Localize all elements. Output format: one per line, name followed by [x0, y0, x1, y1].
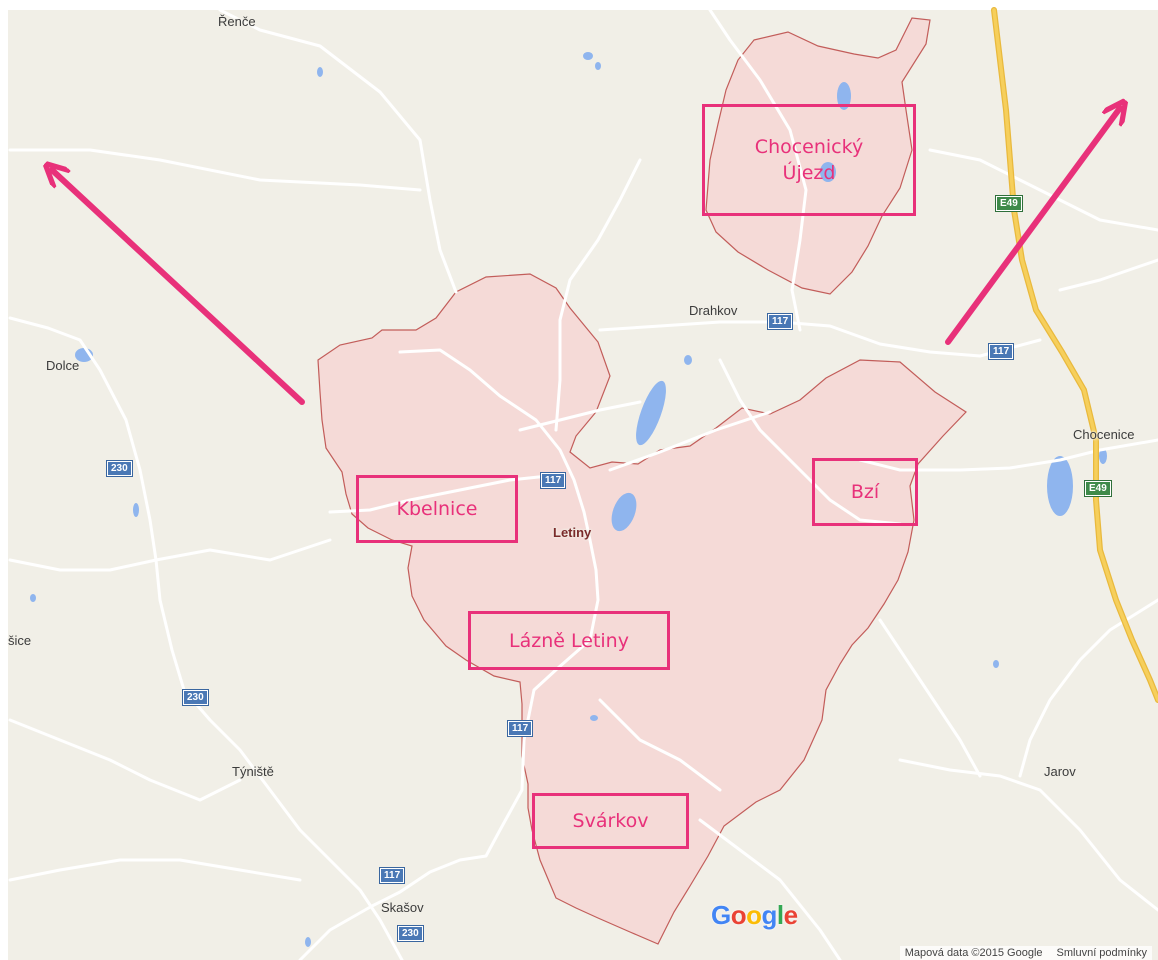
boundary-chocenicky-ujezd: [705, 17, 931, 295]
place-label-sice: šice: [8, 633, 32, 648]
annotation-box-bzi: Bzí: [812, 458, 918, 526]
map-data-attribution: Mapová data ©2015 Google: [904, 947, 1043, 959]
annotation-box-svarkov: Svárkov: [532, 793, 689, 849]
logo-letter: o: [746, 900, 762, 930]
annotation-box-kbelnice: Kbelnice: [356, 475, 518, 543]
road-shield-117: 117: [378, 867, 406, 884]
boundary-letiny-area: [317, 273, 967, 945]
annotation-box-lazne-letiny: Lázně Letiny: [468, 611, 670, 670]
road-shield-117: 117: [766, 313, 794, 330]
road-shield-117: 117: [539, 472, 567, 489]
arrow-northwest: [52, 170, 305, 405]
terms-link[interactable]: Smluvní podmínky: [1056, 947, 1147, 959]
place-label-dolce: Dolce: [46, 358, 80, 373]
logo-letter: G: [711, 900, 731, 930]
logo-letter: o: [730, 900, 747, 930]
place-label-drahkov: Drahkov: [689, 303, 738, 318]
annotation-box-chocenicky-ujezd: Chocenický Újezd: [702, 104, 916, 216]
logo-letter: l: [776, 900, 784, 930]
logo-letter: e: [783, 900, 798, 930]
road-shield-230: 230: [182, 689, 209, 706]
place-label-chocenice: Chocenice: [1073, 427, 1135, 442]
road-shield-e49: E49: [1084, 480, 1112, 497]
google-logo: Google: [711, 900, 798, 931]
arrow-northeast: [945, 108, 1120, 345]
place-label-tyniste: Týniště: [232, 764, 274, 779]
place-label-jarov: Jarov: [1044, 764, 1076, 779]
place-label-letiny: Letiny: [553, 525, 592, 540]
minor-roads: [8, 8, 1158, 960]
place-label-rence: Řenče: [218, 14, 256, 29]
road-shield-117: 117: [987, 343, 1015, 360]
place-label-skasov: Skašov: [381, 900, 424, 915]
road-shield-230: 230: [397, 925, 424, 942]
road-shield-e49: E49: [995, 195, 1023, 212]
road-shield-117: 117: [506, 720, 534, 737]
water-bodies: [30, 52, 1107, 947]
road-shield-230: 230: [106, 460, 133, 477]
highway-e49-inner: [992, 8, 1158, 702]
logo-letter: g: [761, 900, 778, 930]
map-attribution: Mapová data ©2015 Google Smluvní podmínky: [899, 946, 1152, 960]
